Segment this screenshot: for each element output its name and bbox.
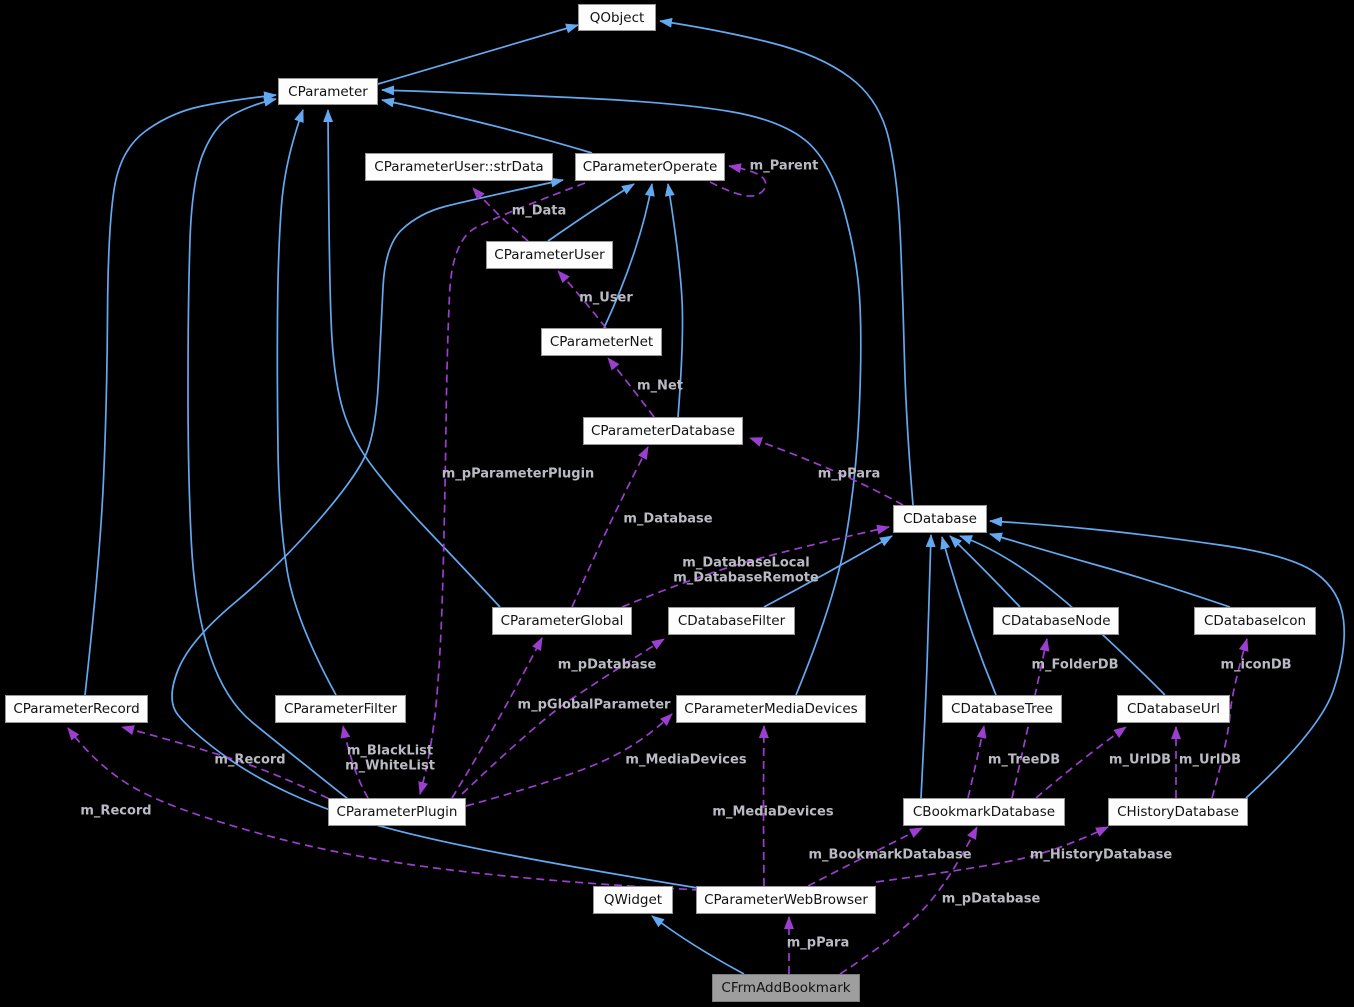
inheritance-edge-CParameter-to-QObject xyxy=(377,23,579,85)
class-node-CDatabaseTree[interactable]: CDatabaseTree xyxy=(942,695,1062,723)
inheritance-edge-CFrmAddBookmark-to-QWidget xyxy=(651,915,745,975)
inheritance-edge-CDatabaseNode-to-CDatabase xyxy=(949,535,1021,608)
inheritance-edge-CHistoryDatabase-to-CDatabase xyxy=(989,516,1346,799)
inheritance-edge-CParameterGlobal-to-CParameter xyxy=(323,109,501,608)
inheritance-edge-CDatabaseTree-to-CDatabase xyxy=(940,536,997,696)
member-edge-CParameterWebBrowser-to-CBookmarkDatabase xyxy=(807,827,923,887)
class-node-CParameterWebBrowser[interactable]: CParameterWebBrowser xyxy=(696,886,876,914)
member-edge-CParameterPlugin-to-CParameterGlobal xyxy=(451,637,543,799)
class-node-CParameterFilter[interactable]: CParameterFilter xyxy=(275,695,406,723)
member-edge-CParameterOperate-to-CParameterPlugin xyxy=(418,182,586,795)
class-node-CDatabaseFilter[interactable]: CDatabaseFilter xyxy=(668,607,795,635)
class-node-QObject[interactable]: QObject xyxy=(578,4,656,31)
inheritance-edge-CParameterNet-to-CParameterOperate xyxy=(603,183,655,329)
member-edge-CParameterPlugin-to-CParameterRecord xyxy=(121,725,341,805)
class-node-CParameterRecord[interactable]: CParameterRecord xyxy=(5,695,148,723)
member-edge-CBookmarkDatabase-to-CDatabaseUrl xyxy=(1035,726,1127,799)
inheritance-edge-CParameterOperate-to-CParameter xyxy=(381,97,593,154)
class-node-CParameterPlugin[interactable]: CParameterPlugin xyxy=(328,798,466,826)
class-node-CBookmarkDatabase[interactable]: CBookmarkDatabase xyxy=(903,798,1065,826)
inheritance-edge-CParameterPlugin-to-CParameter xyxy=(187,96,349,800)
inheritance-edge-CParameterUser-to-CParameterOperate xyxy=(547,183,635,242)
member-edge-CParameterGlobal-to-CDatabase xyxy=(621,524,890,608)
member-edge-CParameterPlugin-to-CParameterFilter xyxy=(340,725,369,799)
class-node-CParameterMediaDevices[interactable]: CParameterMediaDevices xyxy=(676,695,866,723)
inheritance-edge-CDatabaseIcon-to-CDatabase xyxy=(989,532,1231,608)
inheritance-edge-CBookmarkDatabase-to-CDatabase xyxy=(920,534,936,799)
class-node-CParameterDatabase[interactable]: CParameterDatabase xyxy=(583,417,743,445)
class-node-CFrmAddBookmark[interactable]: CFrmAddBookmark xyxy=(712,974,860,1002)
class-node-QWidget[interactable]: QWidget xyxy=(593,886,673,914)
member-edge-CParameterDatabase-to-CParameterNet xyxy=(607,357,655,418)
inheritance-edge-CDatabaseFilter-to-CDatabase xyxy=(763,535,893,608)
inheritance-edge-CDatabaseUrl-to-CDatabase xyxy=(959,535,1166,696)
class-node-CHistoryDatabase[interactable]: CHistoryDatabase xyxy=(1108,798,1248,826)
class-node-CParameterNet[interactable]: CParameterNet xyxy=(541,328,662,356)
class-node-CDatabaseNode[interactable]: CDatabaseNode xyxy=(993,607,1119,635)
member-edge-CParameterGlobal-to-CParameterDatabase xyxy=(571,446,649,608)
inheritance-edge-CParameterMediaDevices-to-CParameter xyxy=(381,85,862,696)
inheritance-edge-CParameterFilter-to-CParameter xyxy=(276,109,337,696)
class-node-CParameterGlobal[interactable]: CParameterGlobal xyxy=(492,607,632,635)
member-edge-CDatabase-to-CParameterDatabase xyxy=(749,437,904,506)
class-node-CParameter[interactable]: CParameter xyxy=(278,78,378,105)
inheritance-edge-CParameterDatabase-to-CParameterOperate xyxy=(664,183,684,418)
member-edge-CBookmarkDatabase-to-CDatabaseTree xyxy=(967,725,987,799)
member-edge-CFrmAddBookmark-to-CBookmarkDatabase xyxy=(839,826,978,975)
class-node-CParameterUser[interactable]: CParameterUser xyxy=(486,241,613,269)
member-edge-CParameterNet-to-CParameterUser xyxy=(557,270,607,329)
member-edge-CParameterUser-to-strData xyxy=(472,187,529,242)
class-node-CDatabaseIcon[interactable]: CDatabaseIcon xyxy=(1194,607,1316,635)
member-edge-CParameterWebBrowser-to-CParameterMediaDevices xyxy=(758,725,769,887)
member-edge-CParameterPlugin-to-CDatabaseFilter xyxy=(461,638,665,795)
inheritance-edge-CParameterRecord-to-CParameter xyxy=(84,91,277,696)
class-node-CParameterOperate[interactable]: CParameterOperate xyxy=(575,153,725,181)
member-edge-CParameterPlugin-to-CParameterMediaDevices xyxy=(465,713,673,807)
class-node-CDatabaseUrl[interactable]: CDatabaseUrl xyxy=(1117,695,1230,723)
class-node-strData[interactable]: CParameterUser::strData xyxy=(365,153,553,181)
member-edge-CParameterWebBrowser-to-CParameterRecord xyxy=(67,727,701,891)
member-edge-CParameterOperate-to-CParameterOperate xyxy=(709,163,767,197)
inheritance-edge-CDatabase-to-QObject xyxy=(659,17,914,506)
inheritance-edge-CParameterWebBrowser-to-CParameterOperate xyxy=(171,177,699,889)
member-edge-CParameterWebBrowser-to-CHistoryDatabase xyxy=(875,826,1109,883)
class-node-CDatabase[interactable]: CDatabase xyxy=(893,505,987,533)
